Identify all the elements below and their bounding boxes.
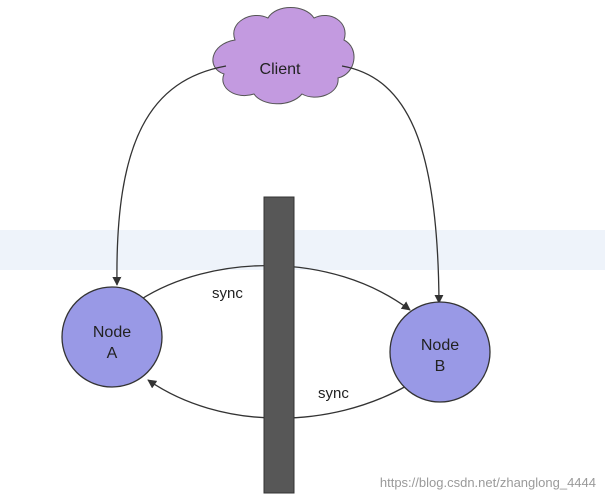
client-to-node-a-arrow: [112, 65, 227, 286]
node-b: Node B: [389, 301, 491, 403]
client-to-node-b-arrow: [341, 65, 444, 304]
node-a: Node A: [61, 286, 163, 388]
sync-label-top: sync: [212, 285, 243, 302]
background-band: [0, 230, 605, 270]
network-partition: [263, 196, 295, 494]
watermark-url: https://blog.csdn.net/zhanglong_4444: [380, 475, 596, 490]
client-cloud: Client: [212, 7, 355, 105]
node-a-label-line2: A: [107, 345, 118, 362]
node-b-label-line1: Node: [421, 337, 459, 354]
node-a-label-line1: Node: [93, 324, 131, 341]
sync-label-bottom: sync: [318, 385, 349, 402]
client-label: Client: [260, 61, 301, 78]
node-b-label-line2: B: [435, 358, 446, 375]
